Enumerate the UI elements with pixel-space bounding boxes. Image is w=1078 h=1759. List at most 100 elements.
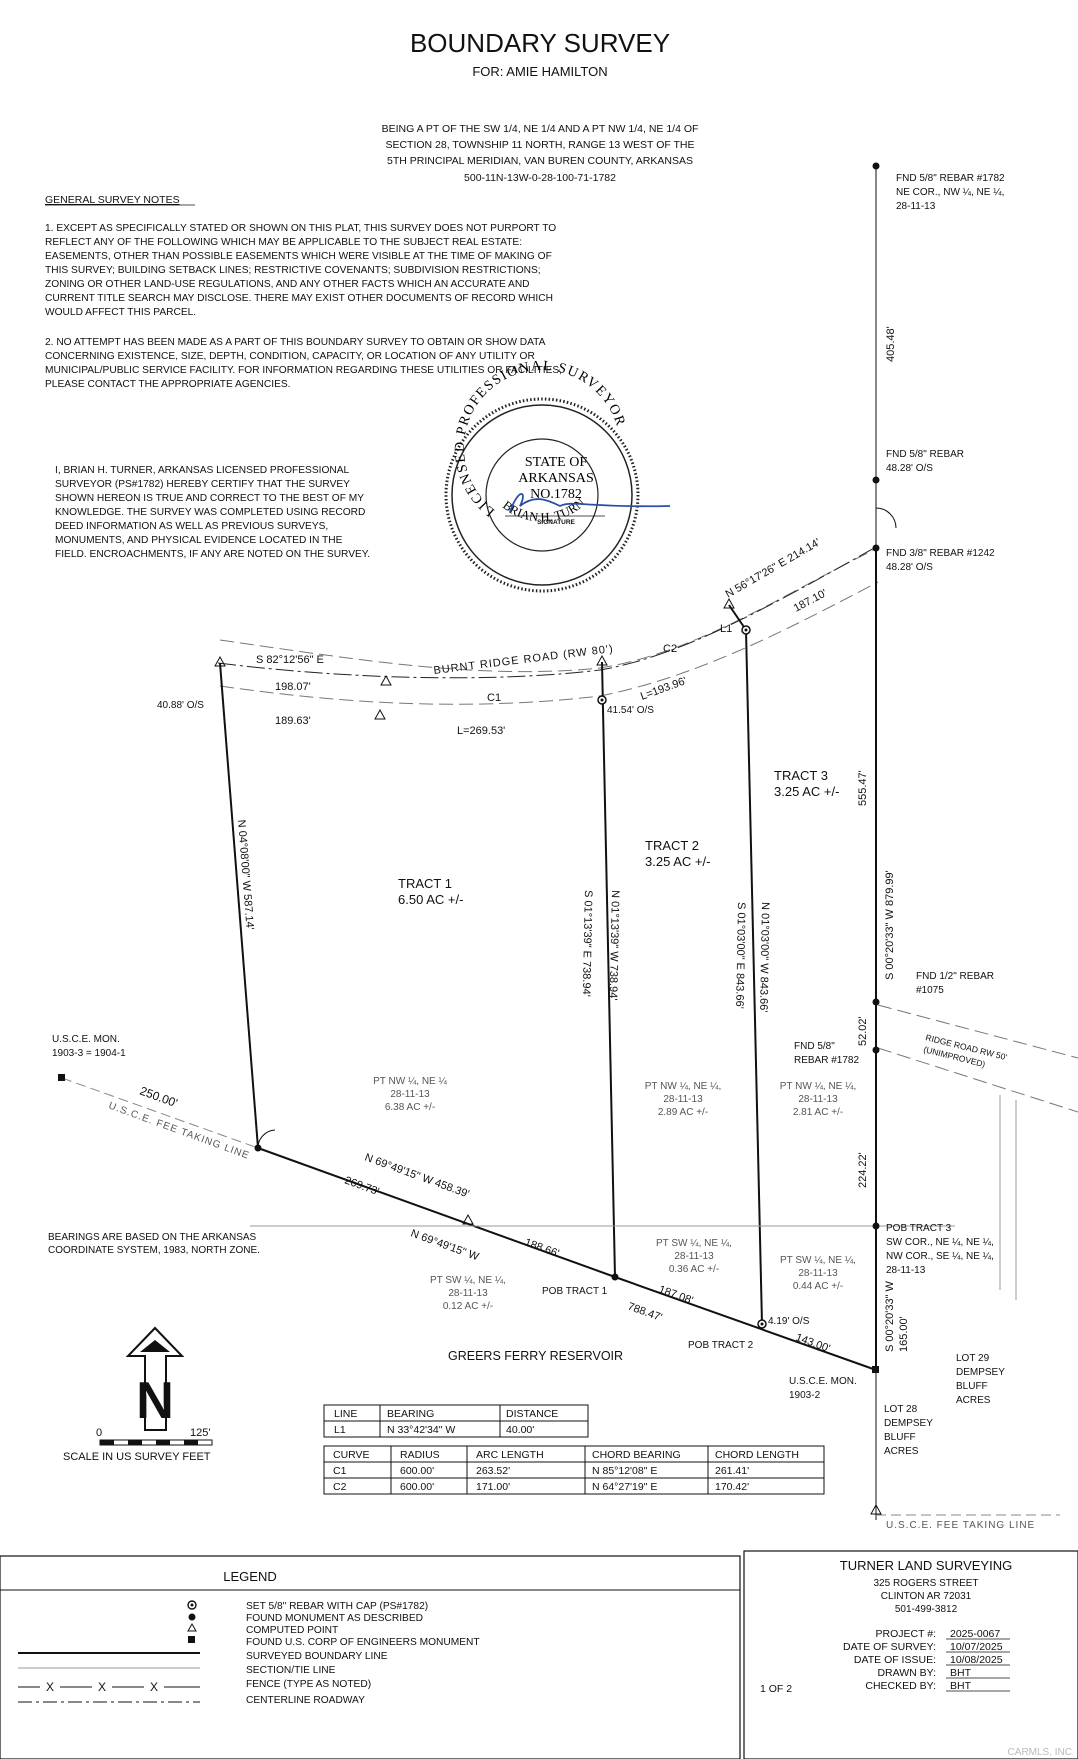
parcel-label: 0.36 AC +/- bbox=[669, 1264, 719, 1275]
fnd-rebar-label: 48.28' O/S bbox=[886, 562, 933, 573]
legend: LEGEND X X X SET 5/8" REBAR WITH CAP (PS… bbox=[0, 1555, 741, 1759]
bearing-label: N 56°17'26" E 214.14' bbox=[724, 537, 823, 601]
pob-tract-3-label: 28-11-13 bbox=[886, 1265, 926, 1276]
pob-tract-3-label: POB TRACT 3 bbox=[886, 1223, 952, 1234]
fence-x: X bbox=[150, 1680, 158, 1694]
curve-c1-label: C1 bbox=[487, 692, 501, 704]
legend-item: SURVEYED BOUNDARY LINE bbox=[246, 1651, 388, 1662]
tract-2-3-line bbox=[745, 629, 763, 1325]
note-line: CONCERNING EXISTENCE, SIZE, DEPTH, CONDI… bbox=[45, 351, 535, 362]
parcel-label: 28-11-13 bbox=[448, 1288, 488, 1299]
company-address: CLINTON AR 72031 bbox=[881, 1591, 972, 1602]
cert-line: MONUMENTS, AND PHYSICAL EVIDENCE LOCATED… bbox=[55, 535, 343, 546]
parcel-label: PT NW ¼, NE ¼, bbox=[780, 1080, 857, 1092]
table-header: ARC LENGTH bbox=[476, 1449, 544, 1461]
tract-2-area: 3.25 AC +/- bbox=[645, 854, 710, 869]
tract-3-name: TRACT 3 bbox=[774, 768, 828, 783]
parcel-label: 28-11-13 bbox=[798, 1268, 838, 1279]
lot-29-label: LOT 29 DEMPSEY BLUFF ACRES bbox=[956, 1353, 1005, 1406]
parcel-label: 28-11-13 bbox=[663, 1094, 703, 1105]
fnd-rebar-label: FND 5/8" REBAR bbox=[886, 449, 964, 460]
field-value: BHT bbox=[950, 1667, 972, 1679]
fnd-rebar-label: 48.28' O/S bbox=[886, 463, 933, 474]
ne-corner-label: 28-11-13 bbox=[896, 201, 936, 212]
field-label: DATE OF ISSUE: bbox=[854, 1654, 936, 1666]
parcel-label: 2.89 AC +/- bbox=[658, 1107, 708, 1118]
fnd-rebar-label: #1075 bbox=[916, 985, 944, 996]
field-value: 2025-0067 bbox=[950, 1628, 1000, 1640]
parcel-label: 28-11-13 bbox=[674, 1251, 714, 1262]
signature-label: SIGNATURE bbox=[537, 519, 575, 526]
table-header: LINE bbox=[334, 1408, 357, 1420]
reservoir-label: GREERS FERRY RESERVOIR bbox=[448, 1349, 623, 1363]
computed-point bbox=[374, 708, 386, 720]
tract-1-2-line bbox=[601, 661, 616, 1278]
fee-taking-line-label: U.S.C.E. FEE TAKING LINE bbox=[886, 1520, 1035, 1531]
lot-label: LOT 29 bbox=[956, 1353, 990, 1364]
legend-title: LEGEND bbox=[223, 1569, 276, 1584]
distance-label: 187.08' bbox=[657, 1284, 695, 1308]
note-line: MUNICIPAL/PUBLIC SERVICE FACILITY. FOR I… bbox=[45, 365, 562, 376]
fee-taking-line bbox=[61, 1077, 259, 1149]
seal-number: NO.1782 bbox=[530, 487, 582, 502]
scale-label: SCALE IN US SURVEY FEET bbox=[63, 1451, 211, 1463]
distance-label: 555.47' bbox=[857, 770, 869, 806]
line-l1-label: L1 bbox=[720, 623, 732, 635]
table-cell: 600.00' bbox=[400, 1481, 434, 1493]
field-value: BHT bbox=[950, 1680, 972, 1692]
fence-x: X bbox=[98, 1680, 106, 1694]
distance-label: L=269.53' bbox=[457, 725, 505, 737]
computed-point-icon bbox=[187, 1622, 197, 1632]
table-header: CURVE bbox=[333, 1449, 370, 1461]
found-monument bbox=[872, 544, 880, 552]
table-cell: 263.52' bbox=[476, 1465, 510, 1477]
certification: I, BRIAN H. TURNER, ARKANSAS LICENSED PR… bbox=[55, 465, 370, 560]
lot-label: ACRES bbox=[884, 1446, 919, 1457]
legend-item: FENCE (TYPE AS NOTED) bbox=[246, 1679, 371, 1690]
fnd-rebar-label: FND 5/8" bbox=[794, 1041, 835, 1052]
distance-label: 250.00' bbox=[138, 1084, 179, 1110]
note-line: WOULD AFFECT THIS PARCEL. bbox=[45, 307, 196, 318]
bearing-label: S 82°12'56" E bbox=[256, 654, 324, 666]
curve-table: CURVE RADIUS ARC LENGTH CHORD BEARING CH… bbox=[323, 1445, 825, 1495]
south-boundary-east bbox=[614, 1276, 877, 1371]
legend-item: FOUND MONUMENT AS DESCRIBED bbox=[246, 1613, 423, 1624]
lot-label: BLUFF bbox=[956, 1381, 988, 1392]
found-monument-icon bbox=[188, 1613, 196, 1621]
bearing-label: N 01°03'00" W 843.66' bbox=[757, 902, 771, 1013]
note-line: EASEMENTS, OTHER THAN POSSIBLE EASEMENTS… bbox=[45, 251, 552, 262]
computed-point bbox=[596, 654, 608, 666]
seal-state: STATE OF bbox=[525, 455, 587, 470]
note-line: 2. NO ATTEMPT HAS BEEN MADE AS A PART OF… bbox=[45, 337, 546, 348]
distance-label: 143.00' bbox=[794, 1332, 832, 1356]
offset-label: 4.19' O/S bbox=[768, 1316, 810, 1327]
fnd-rebar-label: REBAR #1782 bbox=[794, 1055, 859, 1066]
tract-1-name: TRACT 1 bbox=[398, 876, 452, 891]
bearing-label: N 69°49'15" W bbox=[409, 1228, 481, 1264]
parcel-label: 2.81 AC +/- bbox=[793, 1107, 843, 1118]
table-cell: 261.41' bbox=[715, 1465, 749, 1477]
table-cell: N 85°12'08" E bbox=[592, 1465, 657, 1477]
bearing-label: N 01°13'39" W 738.94' bbox=[607, 890, 621, 1001]
ne-corner-label: NE COR., NW ¼, NE ¼, bbox=[896, 186, 1004, 198]
table-header: CHORD LENGTH bbox=[715, 1449, 799, 1461]
title-block: TURNER LAND SURVEYING 325 ROGERS STREET … bbox=[743, 1550, 1078, 1759]
sheet-number: 1 OF 2 bbox=[760, 1683, 792, 1695]
tract-2-name: TRACT 2 bbox=[645, 838, 699, 853]
table-cell: N 33°42'34" W bbox=[387, 1424, 455, 1436]
usce-monument bbox=[872, 1366, 879, 1373]
usce-mon-label: 1903-3 = 1904-1 bbox=[52, 1048, 126, 1059]
north-arrow-icon: N bbox=[125, 1326, 185, 1431]
table-cell: 170.42' bbox=[715, 1481, 749, 1493]
distance-label: 189.63' bbox=[275, 715, 311, 727]
cert-line: FIELD. ENCROACHMENTS, IF ANY ARE NOTED O… bbox=[55, 549, 370, 560]
found-monument bbox=[872, 1222, 880, 1230]
computed-point bbox=[462, 1213, 474, 1225]
legal-line: BEING A PT OF THE SW 1/4, NE 1/4 AND A P… bbox=[382, 123, 699, 135]
parcel-label: 6.38 AC +/- bbox=[385, 1102, 435, 1113]
note-1: 1. EXCEPT AS SPECIFICALLY STATED OR SHOW… bbox=[45, 223, 556, 318]
bearing-label: S 00°20'33" W bbox=[884, 1280, 896, 1352]
distance-label: 224.22' bbox=[857, 1152, 869, 1188]
field-label: DRAWN BY: bbox=[877, 1667, 936, 1679]
lot-label: LOT 28 bbox=[884, 1404, 918, 1415]
